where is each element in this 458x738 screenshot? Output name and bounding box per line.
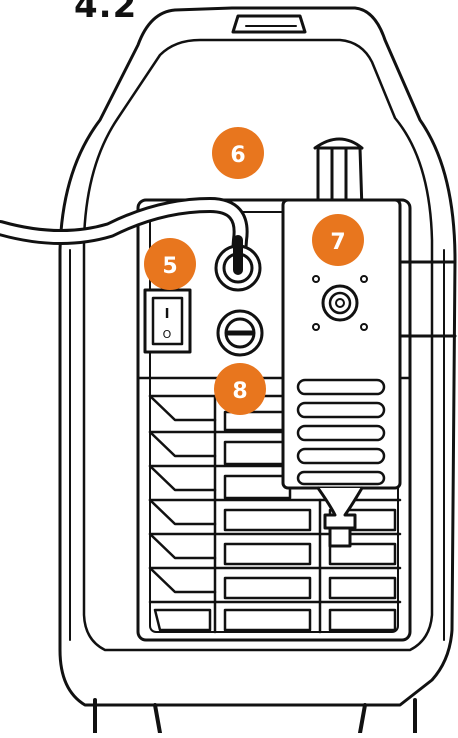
top-handle bbox=[233, 16, 305, 32]
power-switch-off-mark: O bbox=[163, 328, 172, 341]
svg-text:5: 5 bbox=[162, 254, 177, 279]
power-cable-core bbox=[0, 205, 241, 268]
section-number: 4.2 bbox=[74, 0, 137, 26]
svg-text:6: 6 bbox=[230, 143, 245, 168]
callout-8: 8 bbox=[214, 363, 266, 415]
right-foot bbox=[360, 705, 365, 733]
callout-6: 6 bbox=[212, 127, 264, 179]
callout-7: 7 bbox=[312, 214, 364, 266]
left-foot-edge bbox=[155, 705, 160, 733]
power-switch-on-mark: I bbox=[165, 307, 170, 322]
callout-5: 5 bbox=[144, 238, 196, 290]
svg-text:7: 7 bbox=[330, 230, 345, 255]
gas-hose-fitting bbox=[318, 488, 362, 528]
svg-text:8: 8 bbox=[232, 379, 247, 404]
gas-hose-nut bbox=[330, 528, 350, 546]
side-strap bbox=[400, 262, 455, 336]
